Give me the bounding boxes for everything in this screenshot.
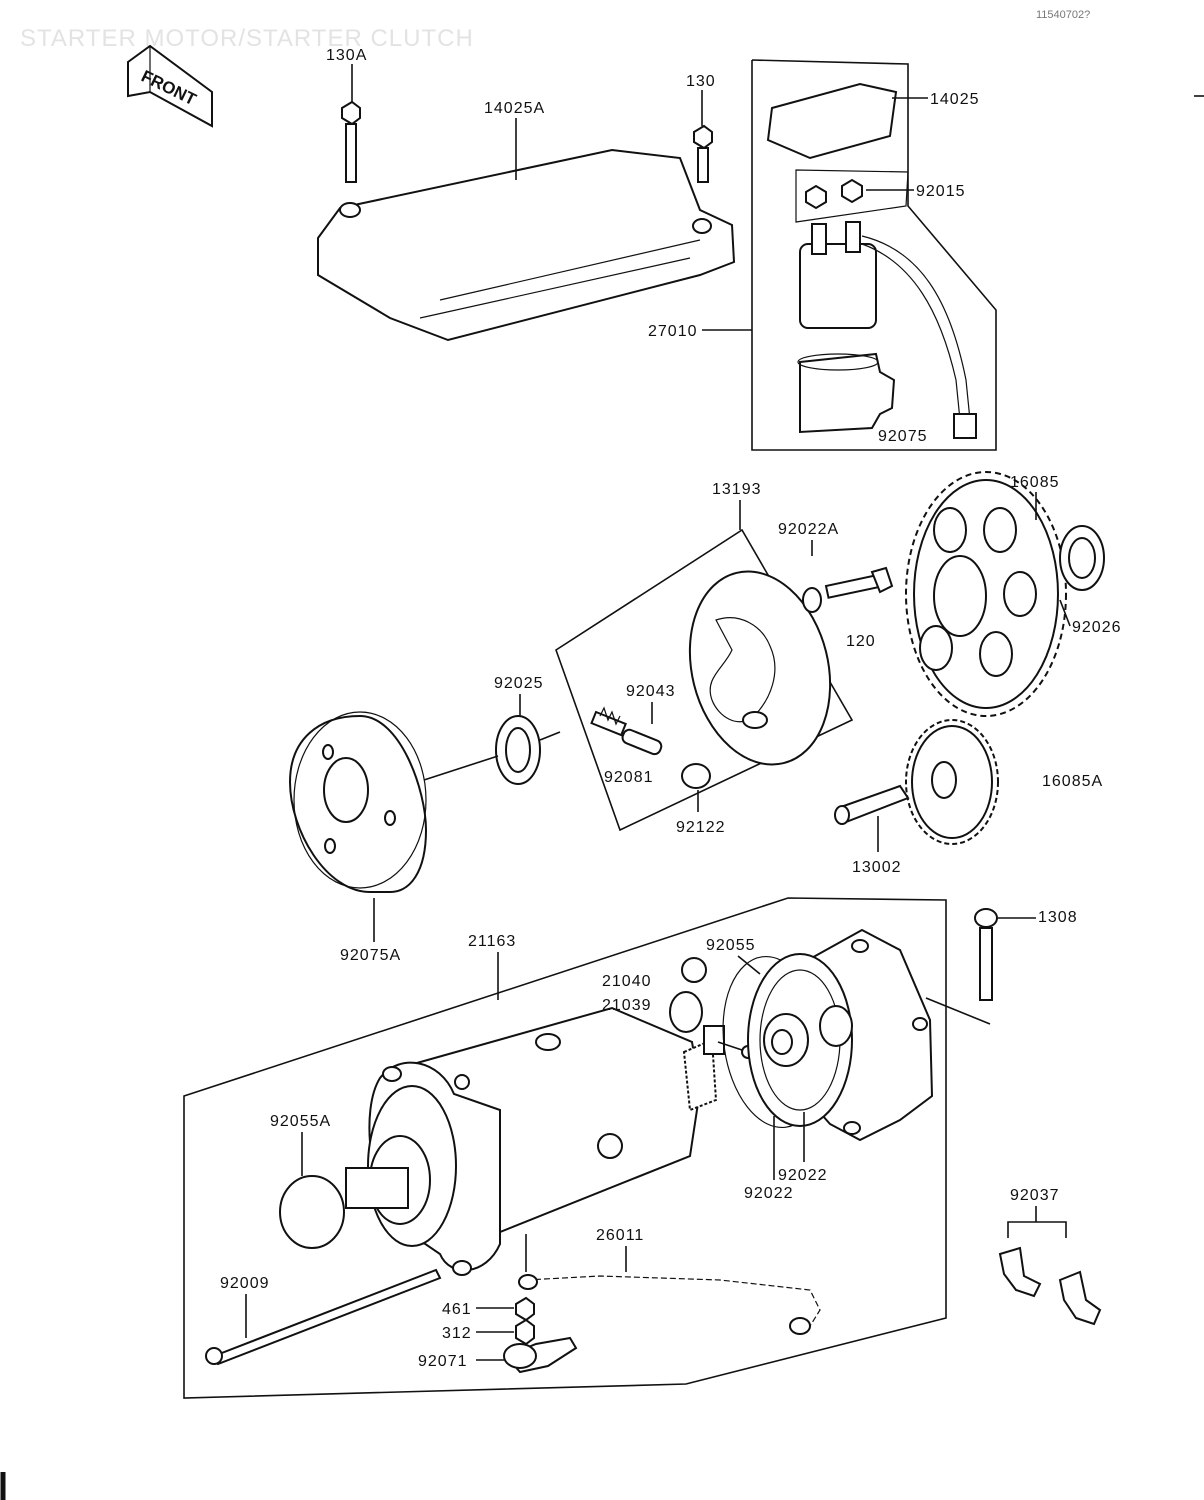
label-21163: 21163 (468, 933, 516, 950)
label-1308: 1308 (1038, 909, 1078, 926)
clutch-13193 (688, 570, 832, 766)
clutch-kit-frame (555, 528, 854, 832)
starter-motor-21163 (345, 1006, 718, 1276)
drawing-code: 11540702? (1036, 9, 1090, 21)
label-14025: 14025 (930, 91, 980, 108)
label-92022b: 92022 (744, 1185, 794, 1202)
label-92122: 92122 (676, 819, 726, 836)
label-92022a: 92022 (778, 1167, 828, 1184)
label-92081: 92081 (604, 769, 654, 786)
label-92015: 92015 (916, 183, 966, 200)
label-92055: 92055 (706, 937, 756, 954)
label-13193: 13193 (712, 481, 762, 498)
lock-washer-461 (515, 1296, 535, 1322)
brush-holder-21039 (669, 991, 755, 1059)
relay-cap-14025 (766, 82, 898, 160)
gear-16085A (905, 719, 999, 845)
label-92025: 92025 (494, 675, 544, 692)
label-92075A: 92075A (340, 947, 401, 964)
nut-312 (515, 1318, 535, 1346)
rubber-sleeve-92075 (797, 352, 896, 434)
front-arrow-tag: FRONT (127, 44, 213, 128)
gear-16085 (905, 471, 1067, 717)
label-461: 461 (442, 1301, 472, 1318)
cable-26011 (518, 1274, 821, 1335)
label-312: 312 (442, 1325, 472, 1342)
page-title: STARTER MOTOR/STARTER CLUTCH (20, 25, 474, 52)
label-92022A: 92022A (778, 521, 839, 538)
label-120: 120 (846, 633, 876, 650)
bolt-130A (341, 100, 361, 183)
bolt-1308 (974, 908, 998, 1001)
label-26011: 26011 (596, 1227, 644, 1244)
label-92075: 92075 (878, 428, 928, 445)
label-21040: 21040 (602, 973, 652, 990)
label-130A: 130A (326, 47, 367, 64)
brackets-92037 (998, 1206, 1102, 1326)
label-92071: 92071 (418, 1353, 468, 1370)
nuts-92015 (805, 178, 863, 210)
relay-kit-frame (751, 59, 997, 451)
nut-plate (795, 169, 909, 223)
label-92037: 92037 (1010, 1187, 1060, 1204)
terminal-cap-92071 (503, 1336, 578, 1374)
label-92026: 92026 (1072, 619, 1122, 636)
label-21039: 21039 (602, 997, 652, 1014)
end-cover (747, 928, 934, 1142)
spring-92081 (590, 706, 627, 737)
roller-92043 (621, 728, 663, 756)
label-16085A: 16085A (1042, 773, 1103, 790)
washer-92026 (1059, 525, 1105, 591)
washer-92025 (495, 715, 541, 785)
label-13002: 13002 (852, 859, 902, 876)
label-14025A: 14025A (484, 100, 545, 117)
bolt-92009 (205, 1268, 442, 1366)
brush-21040 (681, 957, 707, 983)
label-92055A: 92055A (270, 1113, 331, 1130)
cover-14025A (317, 148, 736, 342)
shaft-13002 (834, 784, 910, 825)
plate-92075A (288, 711, 428, 893)
bolt-120 (802, 566, 894, 613)
o-ring-92055A (279, 1175, 345, 1249)
label-92043: 92043 (626, 683, 676, 700)
label-92009: 92009 (220, 1275, 270, 1292)
label-130: 130 (686, 73, 716, 90)
bolt-130 (693, 124, 713, 183)
relay-27010 (799, 221, 977, 439)
label-16085: 16085 (1010, 474, 1060, 491)
starter-motor-kit-frame (183, 897, 947, 1399)
label-27010: 27010 (648, 323, 698, 340)
pin-92122 (681, 763, 711, 789)
